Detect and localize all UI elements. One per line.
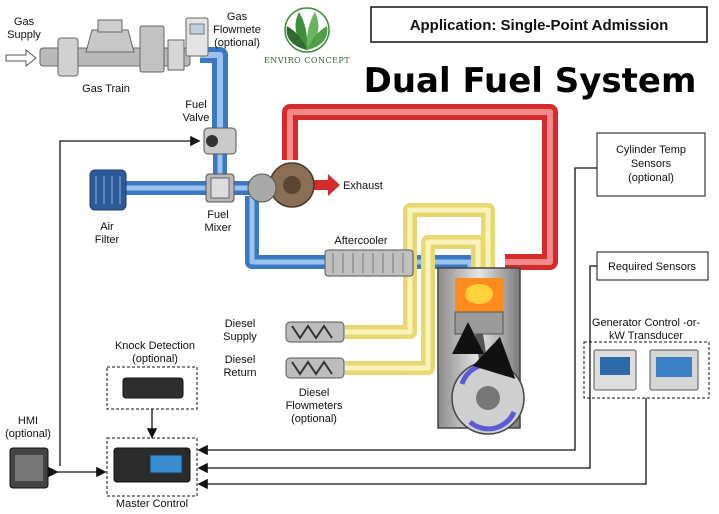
master-control-label: Master Control (116, 498, 188, 510)
application-box: Application: Single-Point Admission (370, 6, 708, 43)
page-title: Dual Fuel System (364, 61, 697, 101)
hmi-device (9, 447, 49, 489)
required-sensors-signal-line (197, 265, 597, 474)
gas-supply-arrow (5, 48, 37, 68)
application-label: Application: Single-Point Admission (410, 17, 669, 34)
hmi-label-2: (optional) (5, 428, 51, 440)
generator-signal-line (197, 398, 647, 490)
engine-cylinder (437, 267, 525, 435)
diesel-flowmeters-label-1: Diesel (299, 387, 330, 399)
labels: Gas Supply Gas Train Gas Flowmete (optio… (5, 11, 700, 510)
exhaust-arrow (312, 174, 340, 196)
diesel-supply-label-1: Diesel (225, 318, 256, 330)
logo-text: ENVIRO CONCEPT (264, 56, 350, 65)
aftercooler-label: Aftercooler (334, 235, 388, 247)
cylinder-temp-box (596, 132, 706, 197)
cylinder-temp-label-2: Sensors (631, 158, 672, 170)
generator-control-box (583, 341, 710, 399)
fuel-mixer-label-1: Fuel (207, 209, 228, 221)
knock-detection-label-2: (optional) (132, 353, 178, 365)
fuel-mixer (205, 173, 235, 203)
gas-supply-label-2: Supply (7, 29, 41, 41)
knock-detection-label-1: Knock Detection (115, 340, 195, 352)
cylinder-temp-signal-line (197, 167, 597, 456)
exhaust-label: Exhaust (343, 180, 383, 192)
gas-train (39, 19, 191, 77)
fuel-valve-label-1: Fuel (185, 99, 206, 111)
generator-control-label-2: kW Transducer (609, 330, 683, 342)
gas-flowmeter-label-3: (optional) (214, 37, 260, 49)
diesel-supply-label-2: Supply (223, 331, 257, 343)
gas-flowmeter-label-1: Gas (227, 11, 248, 23)
required-sensors-box (596, 251, 709, 281)
gas-supply-label-1: Gas (14, 16, 35, 28)
hmi-label-1: HMI (18, 415, 38, 427)
diesel-return-label-2: Return (223, 367, 256, 379)
fuel-valve-signal-line (59, 135, 201, 466)
enviro-concept-logo: ENVIRO CONCEPT (264, 7, 350, 65)
gas-flowmeter (185, 17, 209, 57)
turbocharger (247, 162, 315, 208)
diesel-flowmeters-label-3: (optional) (291, 413, 337, 425)
fuel-valve (203, 127, 237, 155)
knock-detection-device (122, 377, 184, 399)
cylinder-temp-label-3: (optional) (628, 172, 674, 184)
required-sensors-label: Required Sensors (608, 261, 697, 273)
generator-control-devices (593, 349, 699, 391)
diesel-return-label-1: Diesel (225, 354, 256, 366)
diesel-flowmeters (285, 321, 345, 379)
fuel-mixer-label-2: Mixer (205, 222, 232, 234)
diesel-flowmeters-label-2: Flowmeters (286, 400, 343, 412)
air-filter-label-2: Filter (95, 234, 120, 246)
generator-control-label-1: Generator Control -or- (592, 317, 701, 329)
aftercooler (324, 249, 414, 277)
fuel-valve-label-2: Valve (183, 112, 210, 124)
cylinder-temp-label-1: Cylinder Temp (616, 144, 686, 156)
gas-train-label: Gas Train (82, 83, 130, 95)
air-filter-label-1: Air (100, 221, 114, 233)
gas-flowmeter-label-2: Flowmete (213, 24, 261, 36)
air-filter (89, 169, 127, 211)
